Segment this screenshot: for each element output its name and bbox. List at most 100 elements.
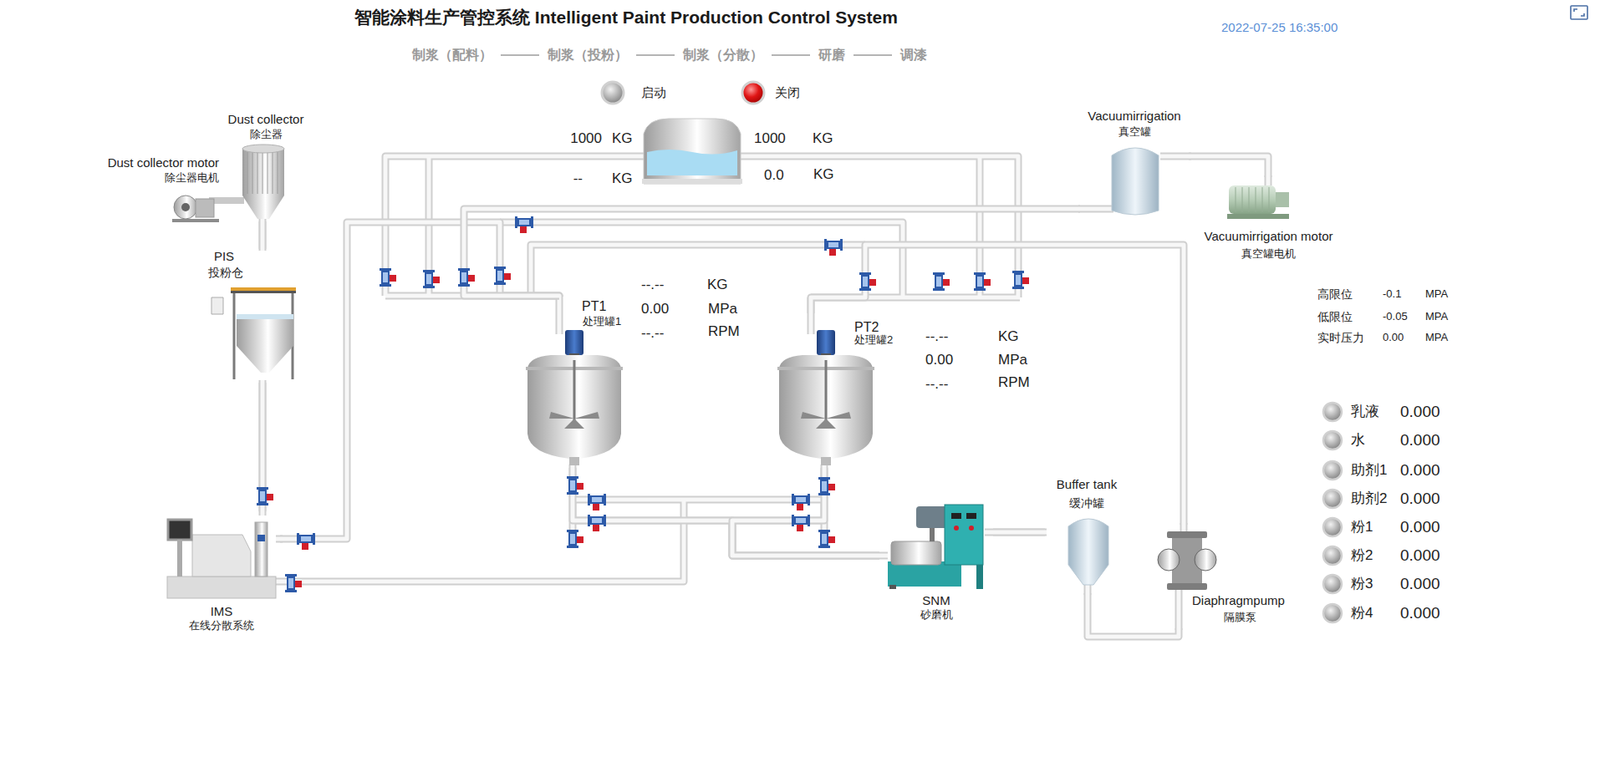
pipe-core [280,222,560,540]
equipment-name: Diaphragmpump [1192,593,1285,609]
unit-text: MPA [1425,310,1448,324]
pipe-connector [1087,593,1179,637]
pipe-connector [463,208,1081,297]
equipment-name: SNM [922,593,950,609]
process-step-bar: 制浆（配料）制浆（投粉）制浆（分散）研磨调漆 [412,46,928,63]
equipment-name: Vacuumirrigation motor [1204,229,1334,245]
limit-value: 0.00 [1382,331,1404,345]
pipe-core [732,468,880,556]
tank-reading: --.-- [925,328,948,346]
weight-value: -- [573,170,583,188]
tank-reading: --.-- [641,276,664,294]
material-name: 粉3 [1350,575,1373,593]
limit-label: 实时压力 [1317,331,1365,346]
equipment-box: Vacuumirrigation真空罐 [1080,107,1189,220]
equipment-name-cn: 除尘器 [249,127,283,142]
equipment-name-cn: 缓冲罐 [1069,496,1105,511]
equipment-name-cn: 处理罐1 [582,315,622,329]
pipe-core [260,221,265,250]
unit-text: KG [707,276,729,294]
unit-text: KG [812,130,834,148]
pipe-connector [262,221,264,250]
limit-value: -0.1 [1382,287,1402,301]
material-name: 助剂2 [1350,490,1387,508]
step-separator [636,54,675,57]
unit-text: RPM [708,323,740,341]
unit-text: KG [611,130,633,148]
equipment-name-cn: 砂磨机 [920,608,953,622]
limit-value: -0.05 [1382,310,1408,324]
material-amount: 0.000 [1400,575,1441,595]
pipe-outline [280,222,560,540]
equipment-box: IMS在线分散系统 [163,511,281,637]
equipment-name-cn: 除尘器电机 [164,171,220,185]
material-amount: 0.000 [1400,402,1441,423]
pipe-connector [993,532,1045,534]
powder-bin-art [211,287,296,380]
title-text: 智能涂料生产管控系统 Intelligent Paint Production … [354,6,898,28]
equipment-name-cn: 在线分散系统 [188,619,255,633]
datetime: 2022-07-25 16:35:00 [1221,20,1338,36]
material-amount: 0.000 [1400,461,1441,481]
tank-reading: 0.00 [925,351,953,369]
sand-mill-art [887,504,984,590]
equipment-name-cn: 投粉仓 [208,265,244,281]
pipe-connector [572,468,880,556]
limit-label: 高限位 [1317,287,1353,302]
pipe-outline [463,208,1081,297]
button-label: 关闭 [774,85,800,101]
pipe-outline [1087,593,1179,637]
weight-value: 1000 [754,130,786,148]
equipment-box: PT2处理罐2 [773,313,908,469]
equipment-box: Vacuumirrigation motor 真空罐电机 [1195,177,1342,266]
unit-text: RPM [998,374,1030,392]
vacuum-motor-art [1227,185,1290,220]
material-name: 水 [1350,432,1366,449]
material-amount: 0.000 [1400,431,1441,451]
step-separator [853,54,892,57]
pipe-connector [280,222,560,540]
unit-text: KG [998,328,1020,346]
equipment-name: Vacuumirrigation [1087,108,1181,124]
material-amount: 0.000 [1400,489,1441,510]
equipment-name-cn: 隔膜泵 [1223,611,1257,625]
material-amount: 0.000 [1400,518,1441,538]
equipment-name-cn: 真空罐电机 [1241,247,1296,261]
equipment-name: IMS [210,604,234,620]
pipe-outline [572,468,880,556]
equipment-name: PT1 [581,298,607,315]
equipment-box: Buffer tank缓冲罐 [1044,474,1129,594]
pipe-connector [1188,156,1269,178]
unit-text: MPa [708,300,738,318]
fullscreen-icon [1570,5,1588,20]
tank-reading: 0.00 [641,300,669,318]
equipment-name-cn: 处理罐2 [854,333,893,347]
pipe-core [1188,156,1269,178]
process-step: 制浆（分散） [682,46,764,63]
equipment-box: PT1处理罐1 [522,296,632,469]
diaphragm-pump-art [1157,531,1217,591]
material-name: 乳液 [1350,403,1380,421]
valves [256,216,1030,593]
equipment-box: Dust collector除尘器 [224,110,308,222]
equipment-box: PIS投粉仓 [204,249,301,383]
vacuum-tank-art [1111,147,1159,215]
limit-label: 低限位 [1317,310,1353,325]
unit-text: MPA [1425,331,1448,345]
material-name: 粉4 [1350,605,1373,622]
material-indicator-lamps [1323,402,1342,623]
pipe-core [993,530,1045,536]
tank-reading: --.-- [925,376,948,393]
step-separator [771,54,811,57]
start-stop-buttons [601,81,765,104]
process-step: 调漆 [900,46,928,63]
equipment-name: PIS [214,249,235,265]
weight-value: 0.0 [764,167,785,184]
dust-collector-art [208,144,285,220]
buffer-tank-art [1068,519,1109,586]
unit-text: MPA [1425,287,1448,301]
tank-reading: --.-- [641,325,664,342]
pipe-connector [732,468,880,556]
material-amount: 0.000 [1400,604,1441,624]
